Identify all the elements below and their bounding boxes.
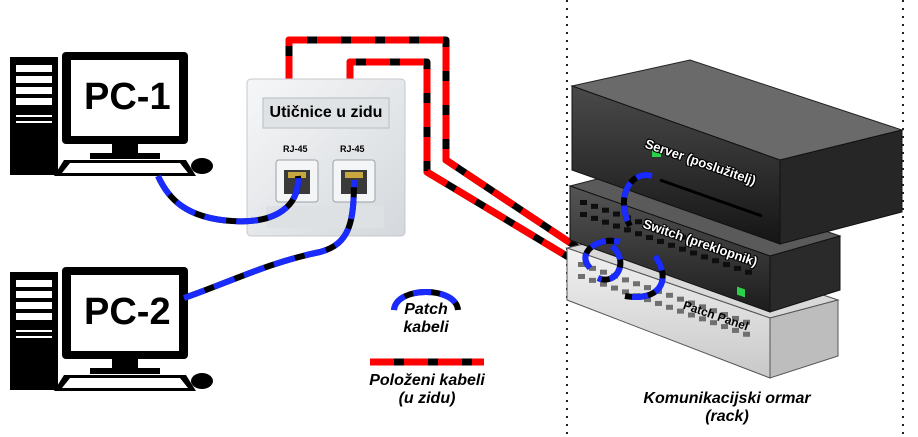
switch-port xyxy=(624,227,631,232)
legend-patch-line1: Patch xyxy=(376,301,476,319)
pc-2-mouse xyxy=(191,373,213,389)
switch-port xyxy=(591,204,598,209)
pc-2-label: PC-2 xyxy=(84,291,171,334)
patch-panel-port xyxy=(655,301,662,306)
switch-port xyxy=(745,270,752,275)
legend-patch-label: Patch kabeli xyxy=(376,301,476,337)
patch-panel-port xyxy=(622,277,629,282)
switch-port xyxy=(690,251,697,256)
legend-installed-label: Položeni kabeli (u zidu) xyxy=(352,372,502,408)
rj45-label-left: RJ-45 xyxy=(283,144,308,154)
switch-port xyxy=(602,208,609,213)
pc-2-tower xyxy=(10,272,58,390)
switch-port xyxy=(668,243,675,248)
switch-port xyxy=(591,216,598,221)
switch-port xyxy=(602,220,609,225)
pc-1-tower xyxy=(10,57,58,175)
patch-panel-port xyxy=(666,293,673,298)
patch-panel-port xyxy=(578,274,585,279)
patch-panel-port xyxy=(666,305,673,310)
rj45-label-right: RJ-45 xyxy=(340,144,365,154)
wall-outlet-title: Utičnice u zidu xyxy=(266,104,386,122)
wall-outlet xyxy=(247,79,405,236)
rack-caption-line1: Komunikacijski ormar xyxy=(612,390,842,408)
pc-1-mouse xyxy=(191,158,213,174)
switch-port xyxy=(646,235,653,240)
pc-1-label: PC-1 xyxy=(84,76,171,119)
legend-installed-line1: Položeni kabeli xyxy=(352,372,502,390)
switch-port xyxy=(635,231,642,236)
switch-port xyxy=(679,247,686,252)
rack-caption-line2: (rack) xyxy=(612,408,842,426)
switch-port xyxy=(635,219,642,224)
pc-2-keyboard xyxy=(54,375,196,391)
patch-panel-port xyxy=(644,285,651,290)
patch-panel-port xyxy=(633,281,640,286)
patch-panel-port xyxy=(611,286,618,291)
switch-port xyxy=(580,200,587,205)
legend-patch-line2: kabeli xyxy=(376,319,476,337)
patch-panel-port xyxy=(600,270,607,275)
switch-port xyxy=(734,266,741,271)
patch-panel-port xyxy=(589,278,596,283)
rack-caption: Komunikacijski ormar (rack) xyxy=(612,390,842,426)
legend-installed-line2: (u zidu) xyxy=(352,390,502,408)
switch-port xyxy=(613,224,620,229)
switch-port xyxy=(723,262,730,267)
switch-port xyxy=(613,212,620,217)
switch-port xyxy=(657,239,664,244)
pc-1-keyboard xyxy=(54,160,196,176)
switch-port xyxy=(701,254,708,259)
patch-panel-port xyxy=(677,297,684,302)
switch-port xyxy=(580,212,587,217)
switch-port xyxy=(712,258,719,263)
